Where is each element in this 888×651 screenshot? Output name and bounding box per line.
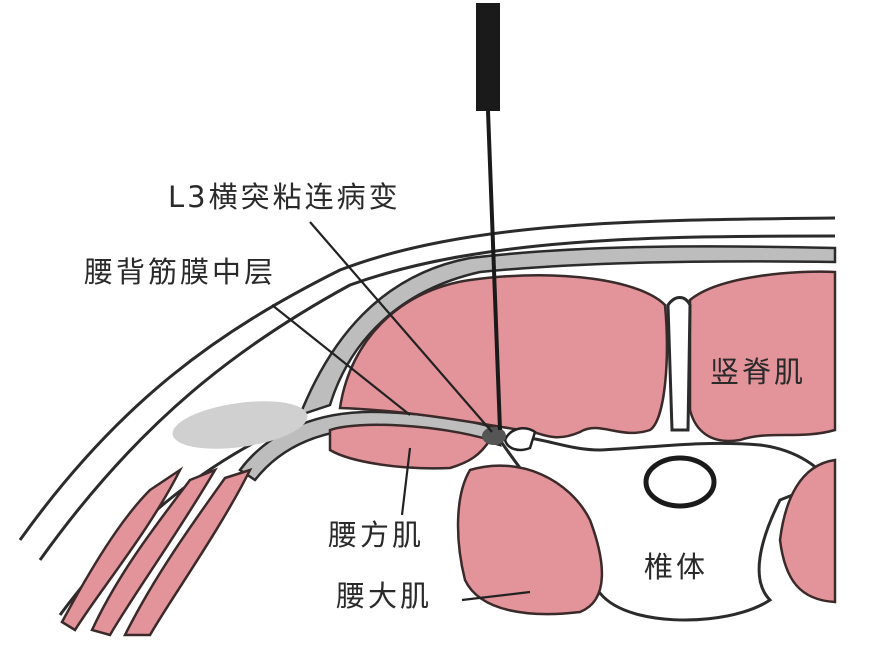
needle-handle — [476, 3, 500, 111]
abdominal-muscle-2 — [90, 467, 218, 637]
quadratus-lumborum-muscle — [328, 423, 492, 470]
right-lower-muscle — [778, 458, 837, 604]
label-quadratus-lumborum: 腰方肌 — [328, 518, 424, 552]
label-erector-spinae: 竖脊肌 — [710, 355, 806, 389]
leader-l3 — [309, 221, 493, 433]
skin-inner-line — [38, 234, 836, 561]
skin-outer-line — [18, 216, 836, 541]
erector-spinae-muscle-right — [688, 270, 837, 443]
label-psoas-major: 腰大肌 — [336, 579, 432, 613]
psoas-major-muscle — [456, 464, 604, 616]
leader-quadratus — [400, 447, 412, 516]
spinal-canal — [643, 455, 717, 509]
label-thoracolumbar-fascia: 腰背筋膜中层 — [84, 255, 276, 289]
abdominal-muscle-1 — [60, 466, 184, 632]
spinous-process — [666, 296, 692, 432]
leader-fascia — [271, 304, 411, 416]
transverse-process — [503, 427, 537, 452]
label-l3-lesion: L3横突粘连病变 — [168, 180, 401, 214]
kidney-shadow — [172, 401, 308, 449]
needle-shaft — [486, 110, 502, 431]
adhesion-lesion — [482, 427, 506, 445]
leader-psoas — [461, 590, 531, 602]
label-vertebral-body: 椎体 — [644, 550, 708, 584]
abdominal-muscle-3 — [122, 467, 253, 637]
erector-spinae-muscle-left — [338, 274, 669, 439]
